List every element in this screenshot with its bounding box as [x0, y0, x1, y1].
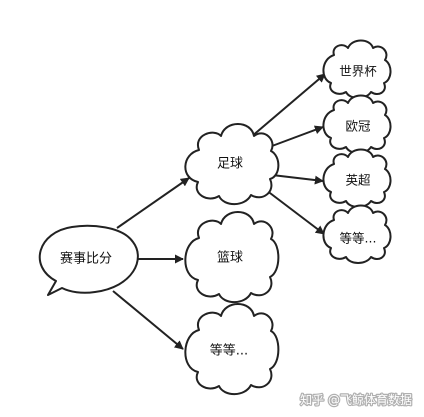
cloud-shape	[322, 148, 392, 208]
etc-football-label: 等等...	[340, 231, 377, 246]
node-epl: 英超	[322, 148, 392, 208]
cloud-shape	[184, 123, 280, 206]
cloud-shape	[322, 94, 392, 154]
edge-football-to-etc	[265, 189, 325, 235]
edge-football-to-ucl	[271, 125, 324, 147]
epl-label: 英超	[345, 173, 371, 188]
node-football: 足球	[184, 123, 280, 206]
ucl-label: 欧冠	[345, 119, 371, 134]
cloud-shape	[322, 204, 392, 264]
node-worldcup: 世界杯	[322, 39, 392, 99]
node-etc-football: 等等...	[322, 204, 392, 264]
node-basketball: 篮球	[184, 211, 280, 304]
cloud-shape	[184, 303, 280, 396]
edge-root-to-etc	[112, 290, 184, 350]
node-etc-main: 等等...	[184, 303, 280, 396]
watermark-text: 知乎 @飞鲸体育数据	[300, 392, 412, 407]
basketball-label: 篮球	[217, 251, 243, 266]
worldcup-label: 世界杯	[339, 64, 377, 79]
etc-main-label: 等等...	[210, 343, 248, 359]
edge-root-to-football	[116, 177, 190, 229]
edge-football-to-worldcup	[250, 73, 326, 138]
node-ucl: 欧冠	[322, 94, 392, 154]
root-label: 赛事比分	[60, 251, 112, 267]
football-label: 足球	[217, 157, 243, 172]
edge-football-to-epl	[271, 174, 324, 185]
connectors	[112, 73, 326, 350]
root-node: 赛事比分	[38, 224, 139, 296]
cloud-shape	[184, 211, 280, 304]
cloud-shape	[322, 39, 392, 99]
speech-bubble-shape	[38, 224, 139, 296]
